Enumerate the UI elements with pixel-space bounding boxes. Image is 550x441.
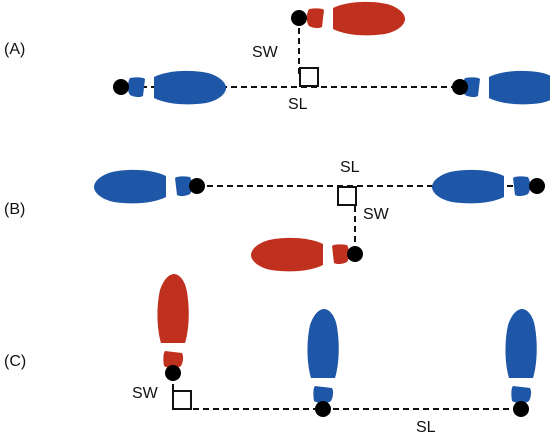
panel-c-heel-marker-3 xyxy=(513,401,529,417)
panel-a-left-foot-1 xyxy=(127,70,226,105)
panel-c-heel-marker-2 xyxy=(315,401,331,417)
panel-b-label: (B) xyxy=(4,201,25,218)
panel-c-heel-marker-1 xyxy=(165,365,181,381)
panel-b: (B) SL SW xyxy=(4,159,545,272)
panel-b-heel-marker-2 xyxy=(529,178,545,194)
panel-c-left-foot-2 xyxy=(505,309,537,404)
panel-b-heel-marker-1 xyxy=(189,178,205,194)
panel-b-right-angle xyxy=(337,186,357,206)
panel-a-left-foot-2 xyxy=(462,70,550,105)
panel-a-label: (A) xyxy=(4,41,25,58)
panel-c-left-foot-1 xyxy=(307,309,339,404)
panel-a-heel-marker-3 xyxy=(291,10,307,26)
panel-a-heel-marker-1 xyxy=(113,79,129,95)
panel-b-heel-marker-3 xyxy=(347,246,363,262)
panel-c-sl-label: SL xyxy=(416,419,436,436)
panel-b-left-foot-2 xyxy=(432,169,531,204)
panel-a-heel-marker-2 xyxy=(452,79,468,95)
panel-a: (A) SW SL xyxy=(4,1,550,113)
panel-a-right-angle xyxy=(299,67,319,87)
panel-c-right-angle xyxy=(172,390,192,410)
panel-a-right-foot xyxy=(306,1,405,36)
panel-b-left-foot-1 xyxy=(94,169,193,204)
panel-c-label: (C) xyxy=(4,353,26,370)
panel-c-sw-label: SW xyxy=(132,385,159,402)
panel-a-sl-label: SL xyxy=(288,96,308,113)
panel-b-right-foot xyxy=(251,237,350,272)
panel-a-sw-label: SW xyxy=(252,44,279,61)
panel-b-sl-label: SL xyxy=(340,159,360,176)
panel-b-sw-label: SW xyxy=(363,206,390,223)
panel-c-right-foot xyxy=(157,274,189,369)
panel-c: (C) SW SL xyxy=(4,274,537,436)
